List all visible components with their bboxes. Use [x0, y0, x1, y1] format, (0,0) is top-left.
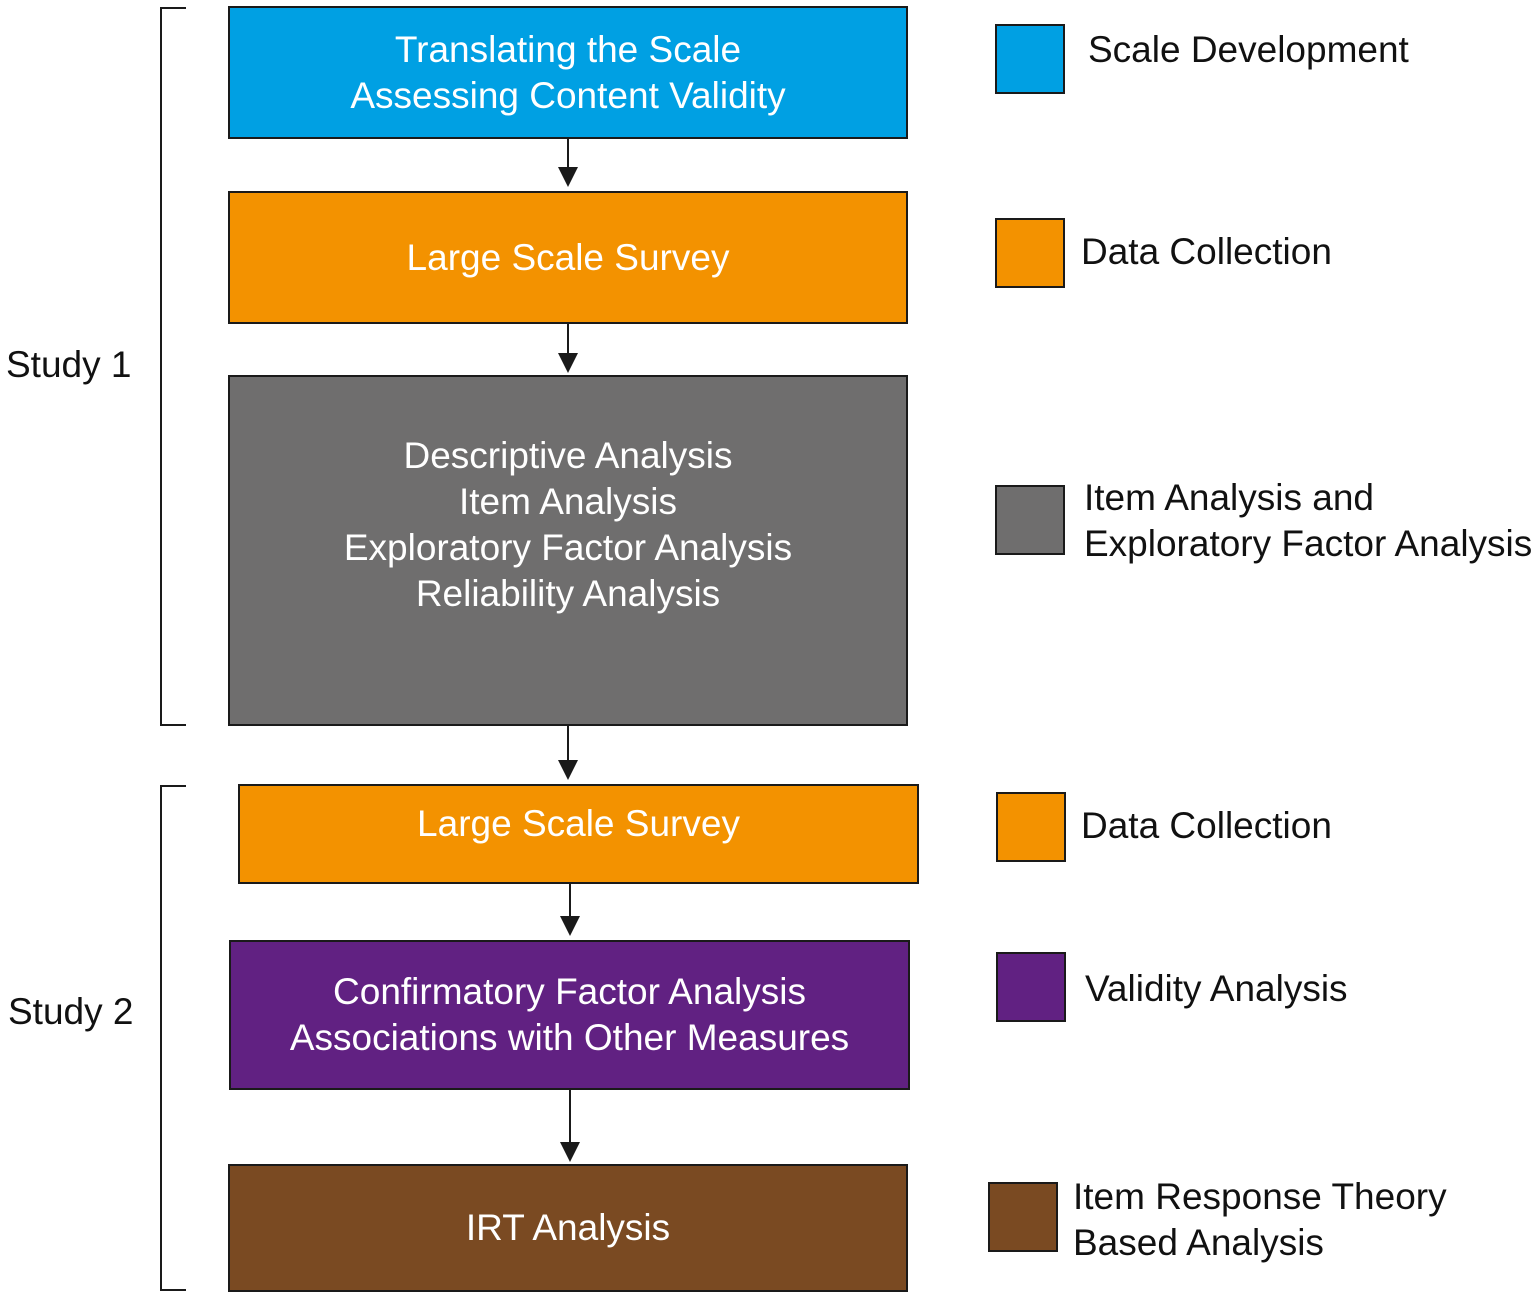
legend-label-item-analysis: Item Analysis and Exploratory Factor Ana… — [1084, 475, 1532, 567]
analysis-line-3: Exploratory Factor Analysis — [343, 526, 793, 568]
legend-swatch-scale-development — [995, 24, 1065, 94]
legend-irt-line-1: Item Response Theory — [1073, 1176, 1447, 1217]
study1-bracket — [160, 7, 186, 726]
translating-line-2: Assessing Content Validity — [350, 74, 786, 116]
analysis-line-4: Reliability Analysis — [415, 572, 721, 614]
study1-label: Study 1 — [6, 344, 132, 385]
legend-scale-development-line-1: Scale Development — [1088, 29, 1409, 70]
study2-label: Study 2 — [8, 991, 134, 1032]
confirmatory-line-1: Confirmatory Factor Analysis — [333, 971, 806, 1012]
legend-swatch-data-collection-1 — [995, 218, 1065, 288]
legend-label-irt: Item Response Theory Based Analysis — [1073, 1174, 1447, 1266]
legend-label-data-collection-2: Data Collection — [1081, 803, 1332, 849]
study2-bracket — [160, 785, 186, 1291]
survey2-box: Large Scale Survey — [238, 784, 919, 884]
analysis-line-2: Item Analysis — [459, 480, 677, 522]
survey2-label: Large Scale Survey — [417, 803, 740, 844]
legend-swatch-validity — [996, 952, 1066, 1022]
legend-label-scale-development: Scale Development — [1088, 27, 1409, 73]
confirmatory-line-2: Associations with Other Measures — [289, 1017, 850, 1058]
irt-label: IRT Analysis — [465, 1207, 671, 1248]
legend-item-analysis-line-2: Exploratory Factor Analysis — [1084, 523, 1533, 564]
confirmatory-box: Confirmatory Factor Analysis Association… — [229, 940, 910, 1090]
analysis-box: Descriptive Analysis Item Analysis Explo… — [228, 375, 908, 726]
legend-irt-line-2: Based Analysis — [1073, 1222, 1324, 1263]
survey1-box: Large Scale Survey — [228, 191, 908, 324]
legend-label-validity: Validity Analysis — [1085, 966, 1348, 1012]
legend-data-collection-1-line-1: Data Collection — [1081, 231, 1332, 272]
legend-validity-line-1: Validity Analysis — [1085, 968, 1348, 1009]
translating-line-1: Translating the Scale — [394, 28, 742, 70]
survey1-label: Large Scale Survey — [406, 236, 730, 278]
legend-swatch-item-analysis — [995, 485, 1065, 555]
analysis-line-1: Descriptive Analysis — [403, 434, 733, 476]
legend-swatch-data-collection-2 — [996, 792, 1066, 862]
translating-box: Translating the Scale Assessing Content … — [228, 6, 908, 139]
legend-label-data-collection-1: Data Collection — [1081, 229, 1332, 275]
legend-swatch-irt — [988, 1182, 1058, 1252]
irt-box: IRT Analysis — [228, 1164, 908, 1292]
legend-item-analysis-line-1: Item Analysis and — [1084, 477, 1374, 518]
legend-data-collection-2-line-1: Data Collection — [1081, 805, 1332, 846]
